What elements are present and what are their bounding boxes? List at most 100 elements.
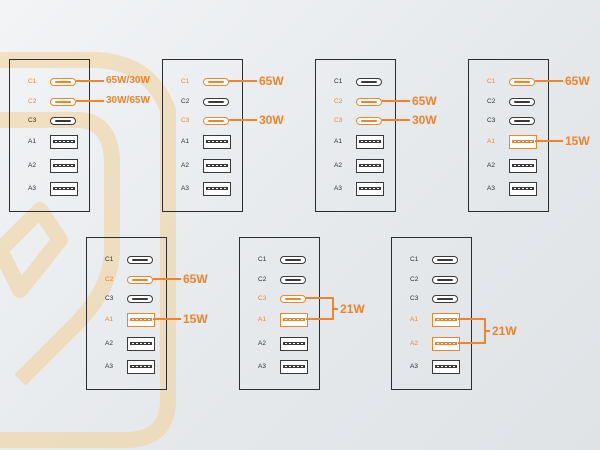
usb-a-port-icon	[432, 313, 460, 327]
port-label: C3	[487, 117, 496, 124]
usb-a-port-icon	[127, 360, 155, 374]
port-label: A3	[105, 363, 113, 370]
usb-c-port-icon	[356, 117, 382, 125]
usb-a-port-icon	[203, 182, 231, 196]
power-connector-line	[535, 140, 563, 142]
port-label: A2	[487, 162, 495, 169]
port-label: A2	[334, 162, 342, 169]
port-label: C3	[258, 295, 267, 302]
port-label: C1	[487, 78, 496, 85]
power-rating-label: 65W	[183, 272, 208, 286]
power-connector-line	[382, 100, 410, 102]
power-connector-line	[535, 80, 563, 82]
power-rating-label: 15W	[565, 134, 590, 148]
usb-a-port-icon	[50, 182, 78, 196]
power-rating-label: 30W	[259, 113, 284, 127]
usb-c-port-icon	[127, 295, 153, 303]
usb-a-port-icon	[356, 135, 384, 149]
usb-c-port-icon	[356, 78, 382, 86]
usb-a-port-icon	[432, 337, 460, 351]
port-label: C2	[487, 98, 496, 105]
port-label: C2	[105, 276, 114, 283]
usb-c-port-icon	[280, 295, 306, 303]
port-label: C1	[105, 256, 114, 263]
usb-c-port-icon	[203, 78, 229, 86]
power-connector-line	[382, 119, 410, 121]
usb-c-port-icon	[280, 256, 306, 264]
usb-a-port-icon	[127, 337, 155, 351]
power-connector-line	[306, 297, 334, 299]
port-label: C1	[334, 78, 343, 85]
power-connector-line	[306, 318, 334, 320]
usb-c-port-icon	[280, 276, 306, 284]
port-label: A2	[105, 340, 113, 347]
power-connector-line	[458, 318, 486, 320]
port-label: A1	[487, 138, 495, 145]
power-connector-line	[153, 278, 181, 280]
power-rating-label: 15W	[183, 312, 208, 326]
port-label: A3	[181, 185, 189, 192]
port-label: C3	[181, 117, 190, 124]
port-label: A3	[258, 363, 266, 370]
usb-a-port-icon	[356, 182, 384, 196]
port-label: C2	[334, 98, 343, 105]
usb-a-port-icon	[203, 135, 231, 149]
usb-c-port-icon	[203, 117, 229, 125]
port-label: A1	[258, 316, 266, 323]
usb-a-port-icon	[280, 360, 308, 374]
usb-a-port-icon	[509, 159, 537, 173]
port-label: A2	[410, 340, 418, 347]
power-connector-line	[229, 119, 257, 121]
usb-a-port-icon	[356, 159, 384, 173]
port-label: C1	[258, 256, 267, 263]
usb-c-port-icon	[356, 98, 382, 106]
port-label: C1	[181, 78, 190, 85]
usb-a-port-icon	[50, 135, 78, 149]
power-rating-label: 65W	[259, 74, 284, 88]
power-rating-label: 65W	[565, 74, 590, 88]
port-label: C1	[410, 256, 419, 263]
usb-c-port-icon	[127, 276, 153, 284]
port-label: A1	[28, 138, 36, 145]
port-label: A1	[334, 138, 342, 145]
port-label: A3	[28, 185, 36, 192]
port-label: A1	[181, 138, 189, 145]
usb-a-port-icon	[280, 313, 308, 327]
port-label: C2	[410, 276, 419, 283]
usb-c-port-icon	[509, 117, 535, 125]
port-label: C3	[105, 295, 114, 302]
power-rating-label: 30W	[412, 113, 437, 127]
usb-c-port-icon	[509, 98, 535, 106]
port-label: A3	[487, 185, 495, 192]
power-rating-label: 21W	[492, 324, 517, 338]
usb-a-port-icon	[203, 159, 231, 173]
usb-c-port-icon	[432, 295, 458, 303]
power-connector-line	[484, 330, 490, 332]
power-rating-label: 65W/30W	[106, 75, 150, 86]
port-label: C1	[28, 78, 37, 85]
usb-a-port-icon	[50, 159, 78, 173]
power-connector-line	[332, 307, 338, 310]
port-label: A3	[334, 185, 342, 192]
power-rating-label: 30W/65W	[106, 95, 150, 106]
usb-c-port-icon	[50, 78, 76, 86]
usb-c-port-icon	[432, 256, 458, 264]
usb-c-port-icon	[509, 78, 535, 86]
port-label: A3	[410, 363, 418, 370]
usb-a-port-icon	[509, 182, 537, 196]
port-label: C3	[28, 117, 37, 124]
power-connector-line	[76, 80, 104, 82]
power-connector-line	[76, 100, 104, 102]
power-connector-line	[229, 80, 257, 82]
power-connector-line	[458, 342, 486, 344]
port-label: A2	[181, 162, 189, 169]
port-label: A2	[28, 162, 36, 169]
port-label: C2	[28, 98, 37, 105]
